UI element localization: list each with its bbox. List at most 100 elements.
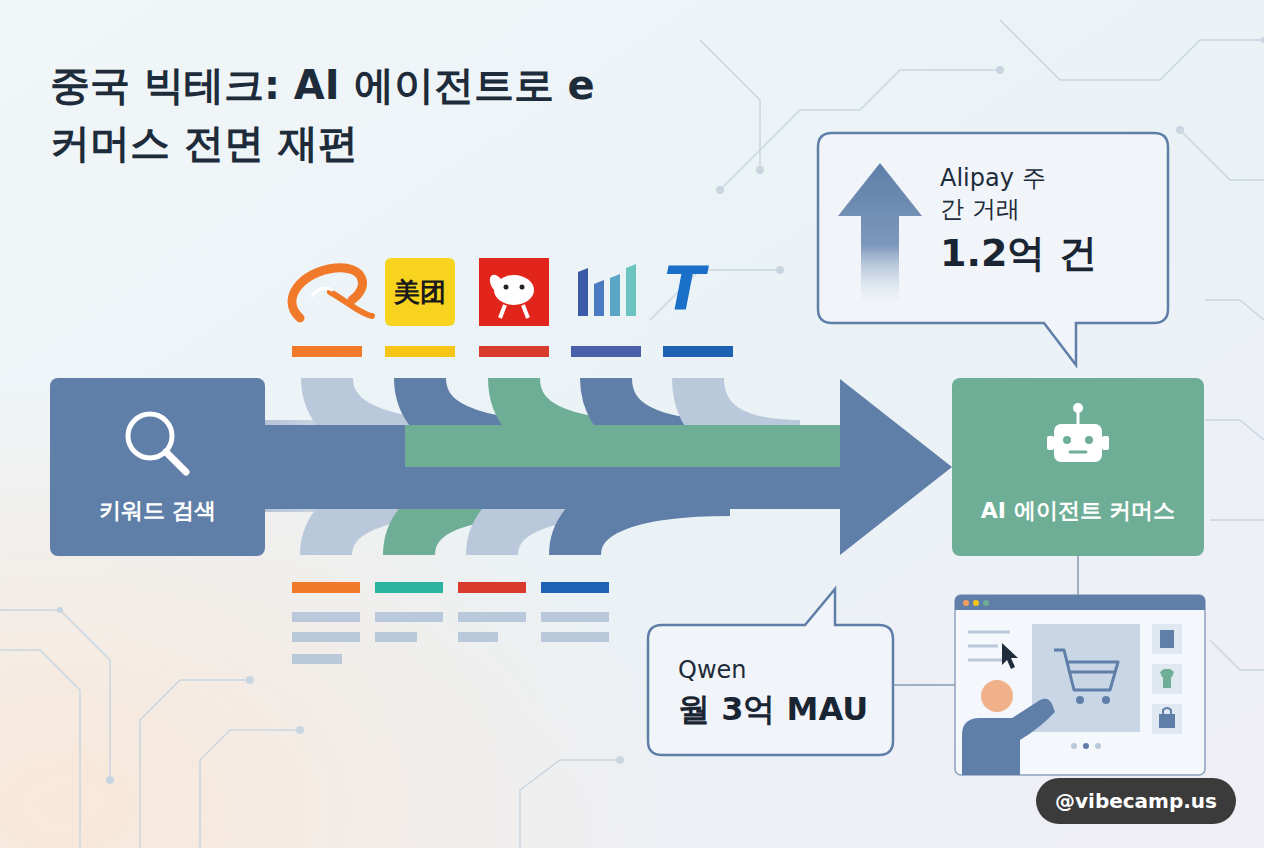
result-list-bars	[375, 612, 443, 622]
logo-bars	[292, 346, 362, 357]
shopping-browser-illustration	[968, 631, 1010, 634]
bars-logo	[578, 264, 636, 316]
logo-bars	[385, 346, 455, 357]
circuit-dots	[756, 166, 764, 174]
bars-logo	[594, 280, 604, 316]
shopping-browser-illustration	[963, 600, 969, 606]
result-list-bars	[292, 654, 342, 664]
circuit-lines	[140, 680, 250, 848]
shopping-browser-illustration	[1163, 708, 1171, 714]
shopping-browser-illustration	[1102, 696, 1110, 704]
callout-bubble: Qwen월 3억 MAU	[648, 625, 893, 755]
flow-arrow-shaft	[265, 425, 842, 509]
robot-icon	[1077, 410, 1080, 424]
result-list-bars	[375, 632, 417, 642]
process-box: 美团	[385, 258, 455, 326]
flow-arrow	[265, 379, 952, 555]
connector-wires	[890, 684, 955, 686]
node-label: Alipay 주간 거래	[940, 163, 1055, 225]
connector-wires	[1077, 556, 1079, 595]
circuit-lines	[520, 760, 620, 848]
alibaba-logo	[312, 288, 332, 296]
bars-logo	[578, 268, 588, 316]
node-label: 키워드 검색	[99, 498, 217, 524]
logo-bars	[479, 346, 549, 357]
circuit-dots	[616, 756, 624, 764]
circuit-lines	[1210, 640, 1264, 670]
shopping-browser-illustration	[1032, 624, 1140, 732]
shopping-browser-illustration	[1054, 650, 1118, 690]
robot-icon	[1063, 436, 1071, 444]
callout-outline	[818, 133, 1168, 323]
circuit-dots	[996, 66, 1004, 74]
robot-icon	[1102, 436, 1109, 450]
up-arrow-icon	[838, 163, 922, 300]
circuit-lines	[1210, 519, 1264, 521]
result-list-bars	[458, 632, 498, 642]
jd-logo	[487, 272, 507, 295]
shopping-browser-illustration	[955, 595, 1205, 775]
result-list-bars	[292, 582, 360, 593]
result-list-bars	[292, 632, 360, 642]
callout-bubble: Alipay 주간 거래 1.2억 건	[818, 133, 1168, 323]
robot-icon	[1070, 451, 1086, 454]
circuit-dots	[776, 266, 784, 274]
flow-arrow-band	[405, 425, 842, 467]
robot-icon	[1054, 424, 1102, 462]
circuit-lines	[200, 730, 300, 848]
node-value: 1.2억 건	[940, 231, 1097, 277]
search-icon	[128, 414, 172, 458]
result-list-bars	[458, 582, 526, 593]
robot-icon	[1047, 436, 1054, 450]
shopping-browser-illustration	[1070, 671, 1114, 674]
shopping-browser-illustration	[968, 645, 998, 648]
circuit-lines	[1205, 300, 1264, 320]
shopping-browser-illustration	[1152, 624, 1182, 654]
logo-bars	[292, 346, 733, 357]
result-list-bars	[292, 582, 609, 664]
alibaba-logo	[292, 268, 372, 318]
watermark: @vibecamp.us	[1055, 790, 1217, 812]
circuit-lines	[0, 610, 110, 780]
callout-outline	[648, 625, 893, 755]
circuit-dots	[1176, 126, 1184, 134]
circuit-lines	[1000, 20, 1264, 80]
circuit-dots	[716, 186, 724, 194]
watermark-pill	[1036, 778, 1236, 824]
robot-icon	[1073, 403, 1083, 413]
process-box: 키워드 검색	[50, 378, 265, 556]
circuit-lines	[0, 20, 1264, 848]
circuit-dots	[57, 607, 63, 613]
shopping-browser-illustration	[968, 659, 1004, 662]
result-list-bars	[541, 612, 609, 622]
shopping-browser-illustration	[1083, 743, 1089, 749]
shopping-browser-illustration	[1160, 630, 1174, 648]
shopping-browser-illustration	[1076, 696, 1084, 704]
result-list-bars	[541, 582, 609, 593]
result-list-bars	[292, 612, 360, 622]
shopping-browser-illustration	[1095, 743, 1101, 749]
shopping-browser-illustration	[1152, 664, 1182, 694]
diagram-title: 중국 빅테크: AI 에이전트로 e커머스 전면 재편	[50, 56, 630, 172]
callout-outline-path	[818, 133, 1168, 365]
jd-logo	[520, 285, 525, 290]
node-label: AI 에이전트 커머스	[981, 498, 1176, 524]
shopping-browser-illustration	[962, 699, 1055, 775]
robot-icon	[1085, 436, 1093, 444]
shopping-browser-illustration	[973, 600, 979, 606]
circuit-lines	[1180, 130, 1264, 180]
result-list-bars	[541, 632, 609, 642]
circuit-lines	[0, 650, 80, 848]
bars-logo	[610, 274, 620, 316]
shopping-browser-illustration	[983, 600, 989, 606]
circuit-dots	[106, 776, 114, 784]
shopping-browser-illustration	[955, 595, 1205, 775]
shopping-browser-illustration	[981, 680, 1013, 712]
logo-bars	[663, 346, 733, 357]
jd-logo	[479, 258, 549, 326]
shopping-browser-illustration	[955, 595, 1205, 610]
result-list-bars	[375, 582, 443, 593]
